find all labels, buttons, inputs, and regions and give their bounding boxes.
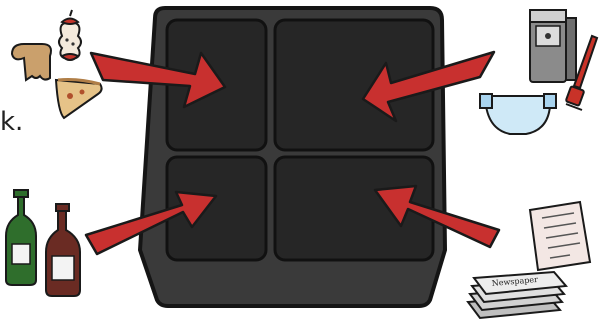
toothbrush-icon <box>565 34 599 111</box>
arrow-top-right <box>361 50 496 123</box>
food-waste-icon <box>10 9 103 120</box>
battery-icon <box>529 9 577 83</box>
arrow-bottom-right <box>373 184 501 249</box>
edge-text-fragment: k. <box>0 107 24 137</box>
newspaper-masthead: Newspaper <box>491 275 538 288</box>
bin-icon <box>138 6 447 308</box>
newspaper-stack-icon: Newspaper <box>466 270 569 320</box>
arrow-top-left <box>89 51 227 109</box>
diaper-icon <box>479 93 557 135</box>
glass-bottles-icon <box>5 189 81 297</box>
paper-sheet-icon <box>528 200 592 272</box>
arrow-bottom-left <box>84 190 218 256</box>
